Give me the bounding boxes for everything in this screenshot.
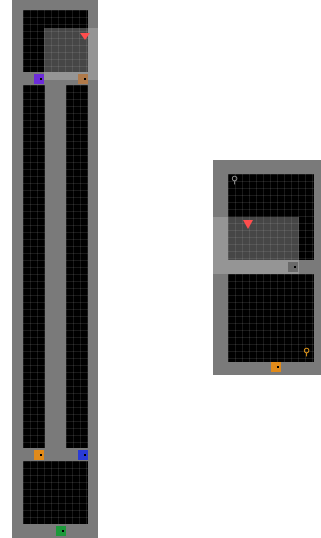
door-green xyxy=(56,526,66,536)
right-agent-view xyxy=(213,217,299,274)
door-brown xyxy=(78,74,88,84)
door-gray xyxy=(288,262,298,272)
door-orange xyxy=(34,450,44,460)
left-map-panel xyxy=(12,0,98,538)
right-map-panel: ⚲ ⚲ xyxy=(213,160,321,375)
left-corridor-left xyxy=(23,85,45,448)
door-blue xyxy=(78,450,88,460)
right-lower-room xyxy=(228,274,314,362)
key-orange: ⚲ xyxy=(303,348,310,358)
door-purple xyxy=(34,74,44,84)
door-orange xyxy=(271,362,281,372)
key-gray: ⚲ xyxy=(231,176,238,186)
left-bottom-room xyxy=(23,461,88,524)
agent-icon xyxy=(80,33,90,40)
left-corridor-right xyxy=(66,85,88,448)
agent-icon xyxy=(243,220,253,229)
